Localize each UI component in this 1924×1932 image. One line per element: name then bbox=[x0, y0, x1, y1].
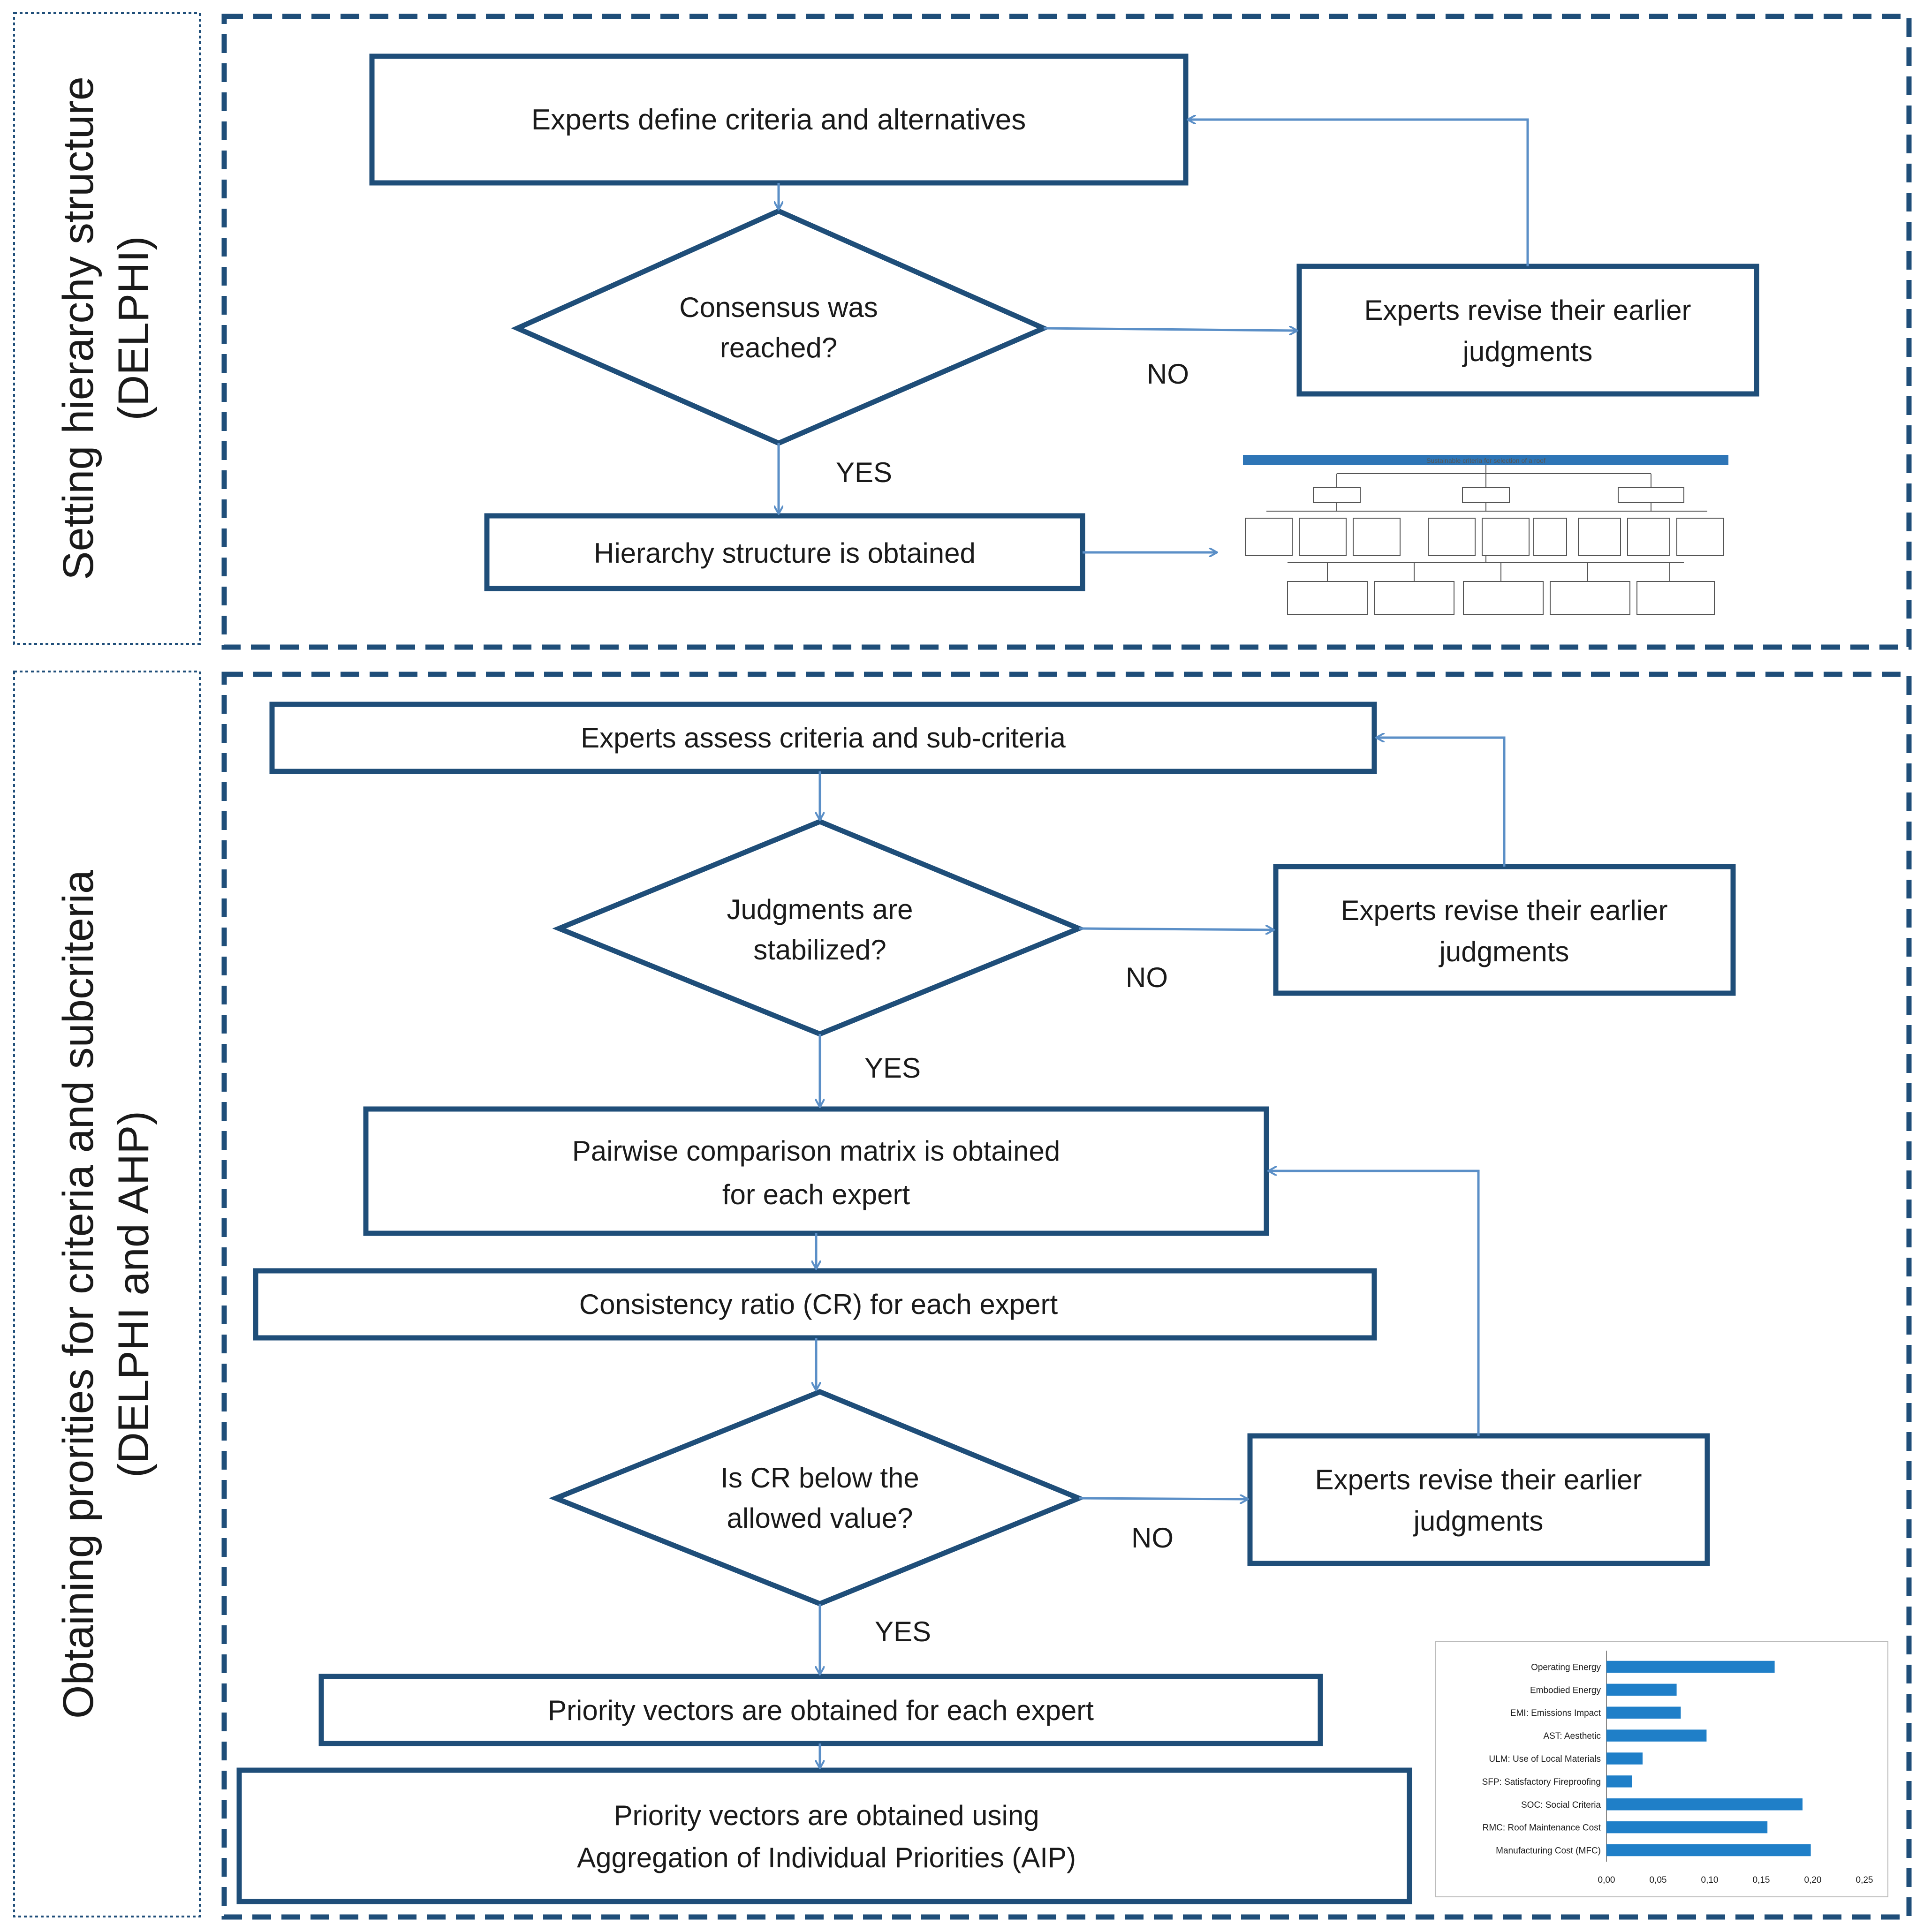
svg-text:Consensus was: Consensus was bbox=[679, 292, 878, 323]
svg-text:Experts revise their earlier: Experts revise their earlier bbox=[1341, 895, 1668, 926]
chart-bar bbox=[1606, 1683, 1677, 1696]
chart-category-label: ULM: Use of Local Materials bbox=[1489, 1754, 1601, 1764]
hierarchy-thumbnail: Sustainable criteria for selection of a … bbox=[1243, 455, 1728, 615]
chart-bar bbox=[1606, 1660, 1775, 1673]
chart-category-label: RMC: Roof Maintenance Cost bbox=[1483, 1823, 1601, 1833]
section-1-frame bbox=[221, 14, 1912, 650]
aip-box: Priority vectors are obtained using Aggr… bbox=[236, 1767, 1412, 1904]
connectors bbox=[779, 120, 1529, 1768]
arrow-revise1-to-define bbox=[1188, 120, 1529, 266]
svg-text:Experts define criteria and al: Experts define criteria and alternatives bbox=[531, 104, 1026, 136]
svg-text:reached?: reached? bbox=[720, 332, 837, 363]
section-1-label-frame bbox=[13, 12, 201, 645]
section-1-label: Setting hierarchy structure (DELPHI) bbox=[54, 76, 158, 580]
define-criteria-box: Experts define criteria and alternatives bbox=[369, 53, 1189, 186]
chart-bar bbox=[1606, 1798, 1803, 1811]
chart-bar bbox=[1606, 1775, 1632, 1788]
svg-text:Sustainable criteria for selec: Sustainable criteria for selection of a … bbox=[1426, 457, 1545, 464]
chart-category-label: Embodied Energy bbox=[1530, 1685, 1601, 1695]
priority-vectors-box: Priority vectors are obtained for each e… bbox=[318, 1674, 1323, 1746]
section-2-label-frame bbox=[13, 671, 201, 1917]
section-2-frame bbox=[221, 672, 1912, 1920]
arrow-stabilized-no bbox=[1078, 928, 1274, 930]
chart-bar bbox=[1606, 1844, 1811, 1857]
chart-tick-label: 0,15 bbox=[1753, 1875, 1770, 1885]
edge-label-yes-3: YES bbox=[875, 1616, 931, 1647]
revise-judgments-box-1: Experts revise their earlier judgments bbox=[1296, 264, 1759, 397]
chart-frame bbox=[1435, 1641, 1888, 1897]
svg-text:Obtaining prorities for criter: Obtaining prorities for criteria and sub… bbox=[54, 869, 102, 1719]
chart-category-label: Operating Energy bbox=[1531, 1662, 1601, 1672]
pairwise-matrix-box: Pairwise comparison matrix is obtained f… bbox=[363, 1106, 1269, 1236]
svg-text:Consistency ratio (CR) for eac: Consistency ratio (CR) for each expert bbox=[579, 1289, 1058, 1320]
svg-text:(DELPHI): (DELPHI) bbox=[110, 236, 158, 421]
svg-text:Judgments are: Judgments are bbox=[727, 894, 913, 925]
stabilized-decision: Judgments are stabilized? bbox=[552, 819, 1086, 1037]
edge-label-yes-2: YES bbox=[864, 1052, 921, 1084]
svg-text:Priority vectors are obtained: Priority vectors are obtained using bbox=[614, 1800, 1039, 1831]
chart-category-label: Manufacturing Cost (MFC) bbox=[1496, 1846, 1601, 1856]
arrow-consensus-no bbox=[1043, 328, 1297, 331]
consistency-ratio-box: Consistency ratio (CR) for each expert bbox=[253, 1268, 1377, 1341]
cr-check-decision: Is CR below the allowed value? bbox=[549, 1389, 1086, 1607]
svg-text:judgments: judgments bbox=[1462, 336, 1593, 367]
chart-tick-label: 0,10 bbox=[1701, 1875, 1719, 1885]
edge-label-no-3: NO bbox=[1131, 1522, 1174, 1554]
chart-category-label: AST: Aesthetic bbox=[1543, 1731, 1601, 1741]
assess-criteria-box: Experts assess criteria and sub-criteria bbox=[269, 702, 1377, 774]
svg-text:for each expert: for each expert bbox=[722, 1179, 910, 1210]
svg-text:allowed value?: allowed value? bbox=[727, 1502, 913, 1534]
arrow-revise2-to-assess bbox=[1376, 738, 1506, 867]
svg-text:Hierarchy structure is obtaine: Hierarchy structure is obtained bbox=[594, 537, 976, 569]
chart-bar bbox=[1606, 1821, 1768, 1834]
chart-category-label: EMI: Emissions Impact bbox=[1510, 1708, 1601, 1718]
chart-tick-label: 0,25 bbox=[1856, 1875, 1873, 1885]
svg-text:Experts revise their earlier: Experts revise their earlier bbox=[1315, 1464, 1642, 1495]
svg-text:judgments: judgments bbox=[1413, 1505, 1544, 1537]
edge-label-yes-1: YES bbox=[836, 457, 892, 488]
chart-bar bbox=[1606, 1752, 1643, 1765]
edge-label-no-2: NO bbox=[1126, 962, 1168, 993]
chart-category-label: SOC: Social Criteria bbox=[1521, 1800, 1601, 1810]
arrow-cr-no bbox=[1078, 1498, 1248, 1499]
svg-text:Setting hierarchy structure: Setting hierarchy structure bbox=[54, 76, 102, 580]
svg-text:Pairwise comparison matrix is: Pairwise comparison matrix is obtained bbox=[572, 1135, 1060, 1167]
chart-tick-label: 0,05 bbox=[1650, 1875, 1667, 1885]
svg-text:judgments: judgments bbox=[1439, 936, 1569, 967]
consensus-decision: Consensus was reached? bbox=[511, 208, 1050, 446]
chart-tick-label: 0,00 bbox=[1598, 1875, 1615, 1885]
svg-text:Aggregation of Individual Prio: Aggregation of Individual Priorities (AI… bbox=[577, 1842, 1076, 1873]
chart-tick-label: 0,20 bbox=[1804, 1875, 1822, 1885]
svg-text:Is CR below the: Is CR below the bbox=[720, 1462, 919, 1494]
svg-text:Priority vectors are obtained: Priority vectors are obtained for each e… bbox=[548, 1695, 1094, 1726]
chart-bar bbox=[1606, 1706, 1681, 1719]
svg-text:Experts assess criteria and su: Experts assess criteria and sub-criteria bbox=[581, 722, 1066, 754]
chart-bar bbox=[1606, 1729, 1707, 1742]
hierarchy-thumbnail-title-bar bbox=[1243, 455, 1728, 465]
section-2-label: Obtaining prorities for criteria and sub… bbox=[54, 869, 158, 1719]
revise-judgments-box-3: Experts revise their earlier judgments bbox=[1247, 1433, 1710, 1566]
arrow-revise3-to-pairwise bbox=[1268, 1171, 1480, 1436]
hierarchy-obtained-box: Hierarchy structure is obtained bbox=[484, 513, 1085, 591]
revise-judgments-box-2: Experts revise their earlier judgments bbox=[1273, 864, 1736, 996]
svg-text:Experts revise their earlier: Experts revise their earlier bbox=[1364, 294, 1691, 326]
svg-text:stabilized?: stabilized? bbox=[753, 934, 886, 966]
chart-category-label: SFP: Satisfactory Fireproofing bbox=[1482, 1777, 1601, 1787]
svg-text:(DELPHI and AHP): (DELPHI and AHP) bbox=[110, 1111, 158, 1478]
edge-label-no-1: NO bbox=[1147, 358, 1189, 390]
